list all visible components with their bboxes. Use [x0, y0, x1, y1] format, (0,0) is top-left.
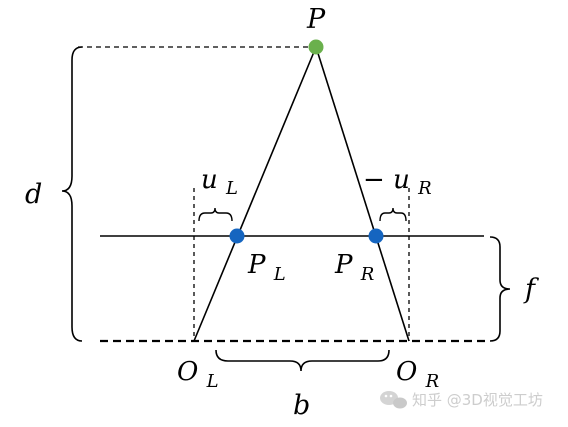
label-o-right-base: O [396, 357, 417, 387]
label-u-right-prefix: − [363, 165, 385, 195]
label-o-left-sub: L [206, 371, 219, 392]
label-u-right-base: u [393, 165, 410, 195]
watermark-logo-icon [380, 391, 407, 409]
label-p-right: P R [334, 250, 374, 285]
label-p-left: P L [247, 250, 286, 285]
label-o-left: O L [177, 357, 219, 392]
depth-brace [61, 46, 83, 342]
watermark-text: 知乎 @3D视觉工坊 [412, 391, 543, 409]
label-u-left-base: u [201, 165, 218, 195]
label-p-left-base: P [247, 250, 266, 280]
label-p-right-sub: R [360, 264, 375, 285]
label-depth-d: d [25, 179, 42, 210]
label-o-right: O R [396, 357, 439, 392]
projection-left-marker [229, 228, 245, 244]
projection-right-marker [368, 228, 384, 244]
label-baseline-b: b [293, 390, 310, 421]
label-o-right-sub: R [425, 371, 440, 392]
label-p-left-sub: L [273, 264, 286, 285]
label-u-right: − u R [363, 165, 432, 199]
focal-brace [489, 236, 511, 342]
point-P-marker [308, 39, 324, 55]
baseline-brace [215, 349, 390, 372]
left-ray [193, 46, 317, 342]
label-point-P: P [306, 4, 326, 35]
label-p-right-base: P [334, 250, 353, 280]
right-ray [315, 46, 410, 342]
u-right-brace [379, 207, 407, 222]
label-focal-f: f [523, 274, 539, 305]
label-o-left-base: O [177, 357, 198, 387]
label-u-left-sub: L [225, 178, 238, 199]
u-left-brace [198, 207, 233, 222]
label-u-right-sub: R [417, 178, 432, 199]
watermark: 知乎 @3D视觉工坊 [380, 391, 543, 409]
label-u-left: u L [201, 165, 238, 199]
